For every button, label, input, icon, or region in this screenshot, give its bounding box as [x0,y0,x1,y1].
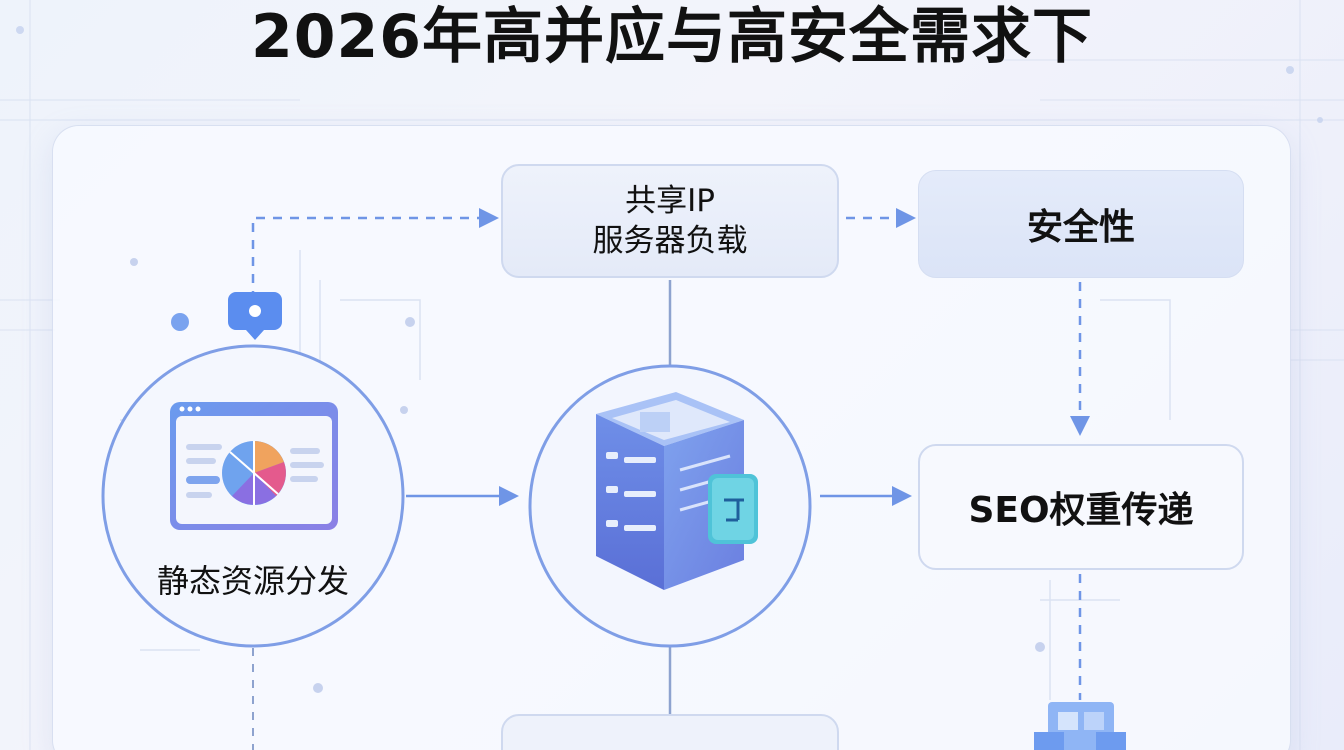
server-load-label: 服务器负载 [592,223,748,259]
stacked-blocks-icon [1034,702,1126,750]
bottom-node [501,714,839,750]
security-label: 安全性 [1026,207,1135,248]
security-node: 安全性 [918,170,1244,278]
server-cube-icon [596,392,758,590]
shared-ip-label: 共享IP [625,183,715,219]
page-title: 2026年高并应与高安全需求下 [251,2,1093,72]
shared-ip-node: 共享IP 服务器负载 [501,164,839,278]
static-distribution-label: 静态资源分发 [156,562,349,600]
seo-node: SEO权重传递 [918,444,1244,570]
seo-label: SEO权重传递 [968,490,1194,531]
chat-bubble-icon [228,292,282,340]
browser-chart-icon [170,402,338,530]
connector-static-to-shared [251,208,499,300]
